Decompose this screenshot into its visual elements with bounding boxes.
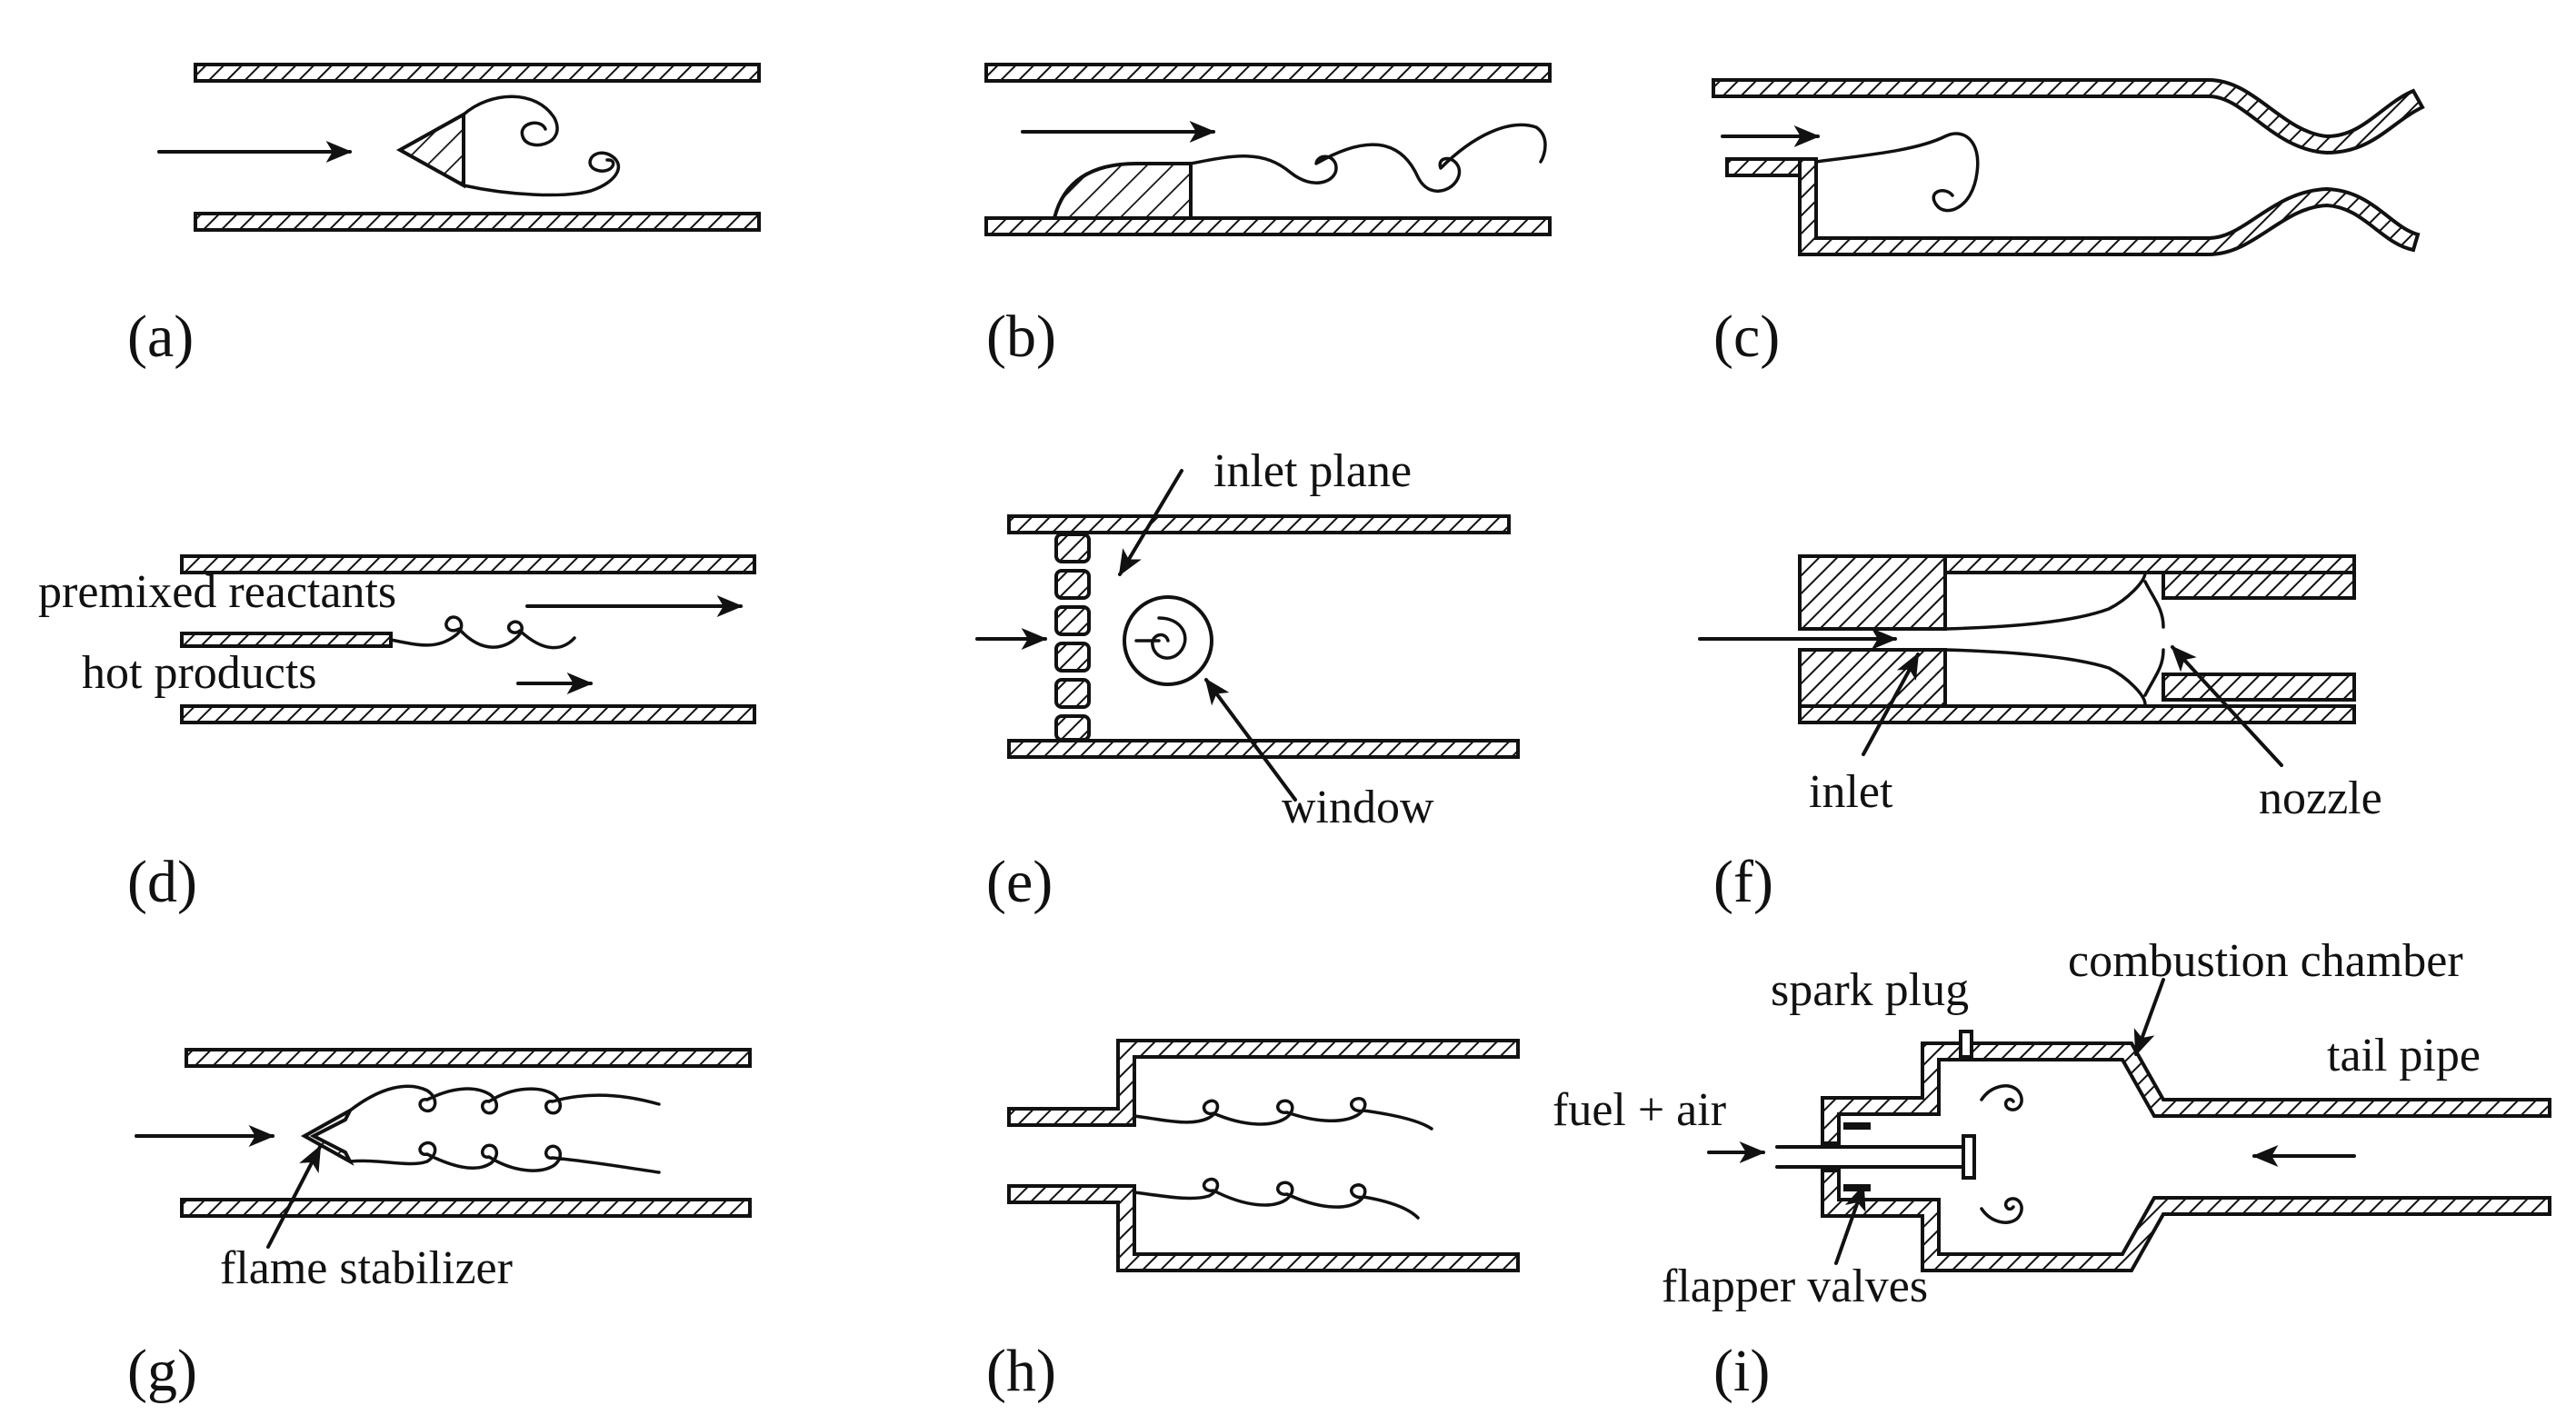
nozzle-pointer	[2171, 645, 2283, 767]
duct-wall-top	[185, 1048, 752, 1068]
upper-chamber-vortex	[1980, 1084, 2023, 1111]
inlet-pointer	[1862, 652, 1920, 756]
label-spark-plug: spark plug	[1771, 964, 1969, 1016]
vortex-wake	[462, 151, 621, 197]
duct-wall-top	[180, 554, 756, 574]
panel-f: inlet nozzle (f)	[1698, 554, 2382, 915]
panel-label: (e)	[986, 849, 1053, 915]
label-nozzle: nozzle	[2259, 772, 2382, 824]
lower-chamber-vortex	[1980, 1197, 2023, 1224]
label-flame-stabilizer: flame stabilizer	[220, 1242, 513, 1294]
panel-c: (c)	[1712, 78, 2425, 370]
panel-d: premixed reactants hot products (d)	[38, 554, 756, 915]
label-flapper-valves: flapper valves	[1662, 1261, 1928, 1312]
injector-grid	[1054, 533, 1091, 742]
duct-wall-top	[984, 63, 1552, 83]
label-combustion-chamber: combustion chamber	[2068, 935, 2463, 987]
label-inlet-plane: inlet plane	[1213, 445, 1412, 497]
shear-layer	[462, 95, 559, 147]
upper-shear-vortices	[1133, 1097, 1433, 1131]
recirculation-vortex	[1814, 132, 1980, 213]
rearward-step	[1052, 162, 1193, 220]
label-hot-products: hot products	[82, 647, 317, 699]
panel-label: (d)	[127, 849, 197, 915]
flame-stabilizer-pointer	[266, 1144, 322, 1249]
label-window: window	[1282, 782, 1434, 833]
panel-label: (b)	[986, 304, 1056, 370]
flapper-valves-pointer	[1834, 1183, 1866, 1265]
panel-g: flame stabilizer (g)	[127, 1048, 752, 1404]
panel-label: (a)	[127, 304, 194, 370]
pulse-combustor-wall-top	[1821, 1041, 2551, 1145]
flapper-valve-assembly	[1775, 1122, 1976, 1191]
panel-label: (h)	[986, 1338, 1056, 1404]
duct-wall-top	[1943, 554, 2356, 574]
label-premixed-reactants: premixed reactants	[38, 566, 396, 618]
inlet-wall-bottom	[1725, 157, 1802, 177]
bluff-body	[395, 111, 465, 189]
inlet-block-top	[1798, 554, 1947, 631]
panel-i: spark plug combustion chamber tail pipe …	[1553, 935, 2551, 1404]
panel-a: (a)	[127, 63, 761, 370]
duct-wall-bottom	[1798, 704, 2356, 724]
chamber-wall-top	[1712, 78, 2425, 155]
lower-shear-vortices	[1133, 1177, 1420, 1220]
spark-plug	[1959, 1030, 1973, 1059]
panel-label: (c)	[1713, 304, 1780, 370]
lower-vortex-street	[348, 1141, 661, 1174]
upper-vortex-street	[348, 1084, 661, 1115]
chamber-wall-bottom	[1798, 157, 2421, 256]
panel-e: inlet plane window (e)	[975, 445, 1520, 915]
step-shear-layer	[1189, 123, 1547, 193]
v-gutter-stabilizer	[300, 1106, 354, 1166]
panel-label: (f)	[1713, 849, 1773, 915]
duct-wall-top	[194, 63, 761, 83]
nozzle-wall-top	[2162, 571, 2356, 600]
splitter-plate	[180, 632, 393, 648]
chamber-wall-top	[1007, 1039, 1520, 1127]
mixing-layer-vortices	[389, 615, 576, 650]
label-fuel-air: fuel + air	[1553, 1084, 1726, 1136]
window-vortex	[1134, 616, 1187, 660]
combustion-chamber-pointer	[2133, 978, 2165, 1057]
label-tail-pipe: tail pipe	[2327, 1030, 2481, 1081]
chamber-wall-bottom	[1007, 1184, 1520, 1272]
panel-label: (i)	[1713, 1338, 1770, 1404]
duct-wall-bottom	[194, 212, 761, 232]
duct-wall-bottom	[180, 704, 756, 724]
label-inlet: inlet	[1809, 766, 1893, 818]
nozzle-wall-bottom	[2162, 673, 2356, 702]
jet-vortices	[1943, 571, 2165, 706]
duct-wall-top	[1007, 514, 1511, 534]
inlet-plane-pointer	[1118, 469, 1183, 577]
duct-wall-bottom	[984, 216, 1552, 236]
panel-b: (b)	[984, 63, 1552, 370]
duct-wall-bottom	[180, 1198, 752, 1218]
observation-window	[1123, 595, 1213, 686]
window-pointer	[1204, 678, 1297, 802]
panel-label: (g)	[127, 1338, 197, 1404]
panel-h: (h)	[986, 1039, 1520, 1404]
pulse-combustor-wall-bottom	[1821, 1169, 2551, 1272]
